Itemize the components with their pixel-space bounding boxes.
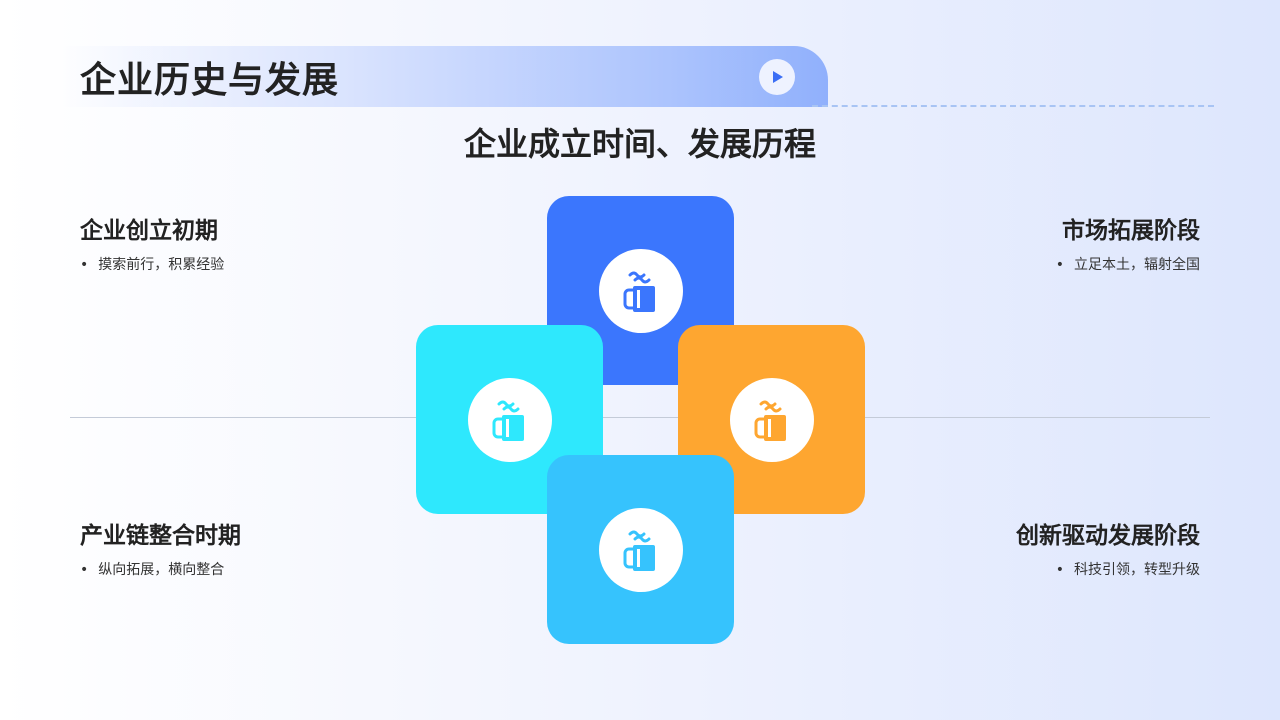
icon-circle (599, 249, 683, 333)
stage-desc: • 摸索前行，积累经验 (80, 255, 224, 275)
horizontal-divider (70, 417, 1210, 418)
bullet: • (1055, 562, 1064, 578)
stage-block-integration: 产业链整合时期 • 纵向拓展，横向整合 (80, 520, 241, 580)
stage-desc: • 科技引领，转型升级 (1016, 560, 1200, 580)
dashed-divider (812, 105, 1214, 107)
stage-title: 市场拓展阶段 (1062, 218, 1200, 244)
title-bar (62, 46, 828, 107)
cup-icon (492, 400, 524, 441)
bullet: • (80, 562, 89, 578)
stage-title: 创新驱动发展阶段 (1016, 523, 1200, 549)
play-icon (773, 71, 783, 83)
stage-desc: • 立足本土，辐射全国 (1056, 255, 1200, 275)
subtitle: 企业成立时间、发展历程 (463, 125, 816, 163)
stage-block-expansion: 市场拓展阶段 • 立足本土，辐射全国 (1056, 215, 1200, 275)
cup-icon (623, 271, 655, 312)
stage-title: 企业创立初期 (80, 218, 218, 244)
stage-title: 产业链整合时期 (80, 523, 241, 549)
stage-block-founding: 企业创立初期 • 摸索前行，积累经验 (80, 215, 224, 275)
stage-text: 摸索前行，积累经验 (98, 257, 225, 273)
stage-text: 纵向拓展，横向整合 (98, 562, 225, 578)
icon-circle (730, 378, 814, 462)
page-title: 企业历史与发展 (80, 60, 340, 101)
bullet: • (80, 257, 89, 273)
cup-icon (754, 400, 786, 441)
stage-text: 科技引领，转型升级 (1074, 562, 1200, 578)
icon-circle (599, 508, 683, 592)
tile-bottom (547, 455, 734, 644)
play-button[interactable] (759, 59, 795, 95)
stage-text: 立足本土，辐射全国 (1074, 257, 1200, 273)
tile-right (678, 325, 865, 514)
stage-block-innovation: 创新驱动发展阶段 • 科技引领，转型升级 (1016, 520, 1200, 580)
icon-circle (468, 378, 552, 462)
bullet: • (1055, 257, 1064, 273)
stage-desc: • 纵向拓展，横向整合 (80, 560, 241, 580)
cup-icon (623, 530, 655, 571)
